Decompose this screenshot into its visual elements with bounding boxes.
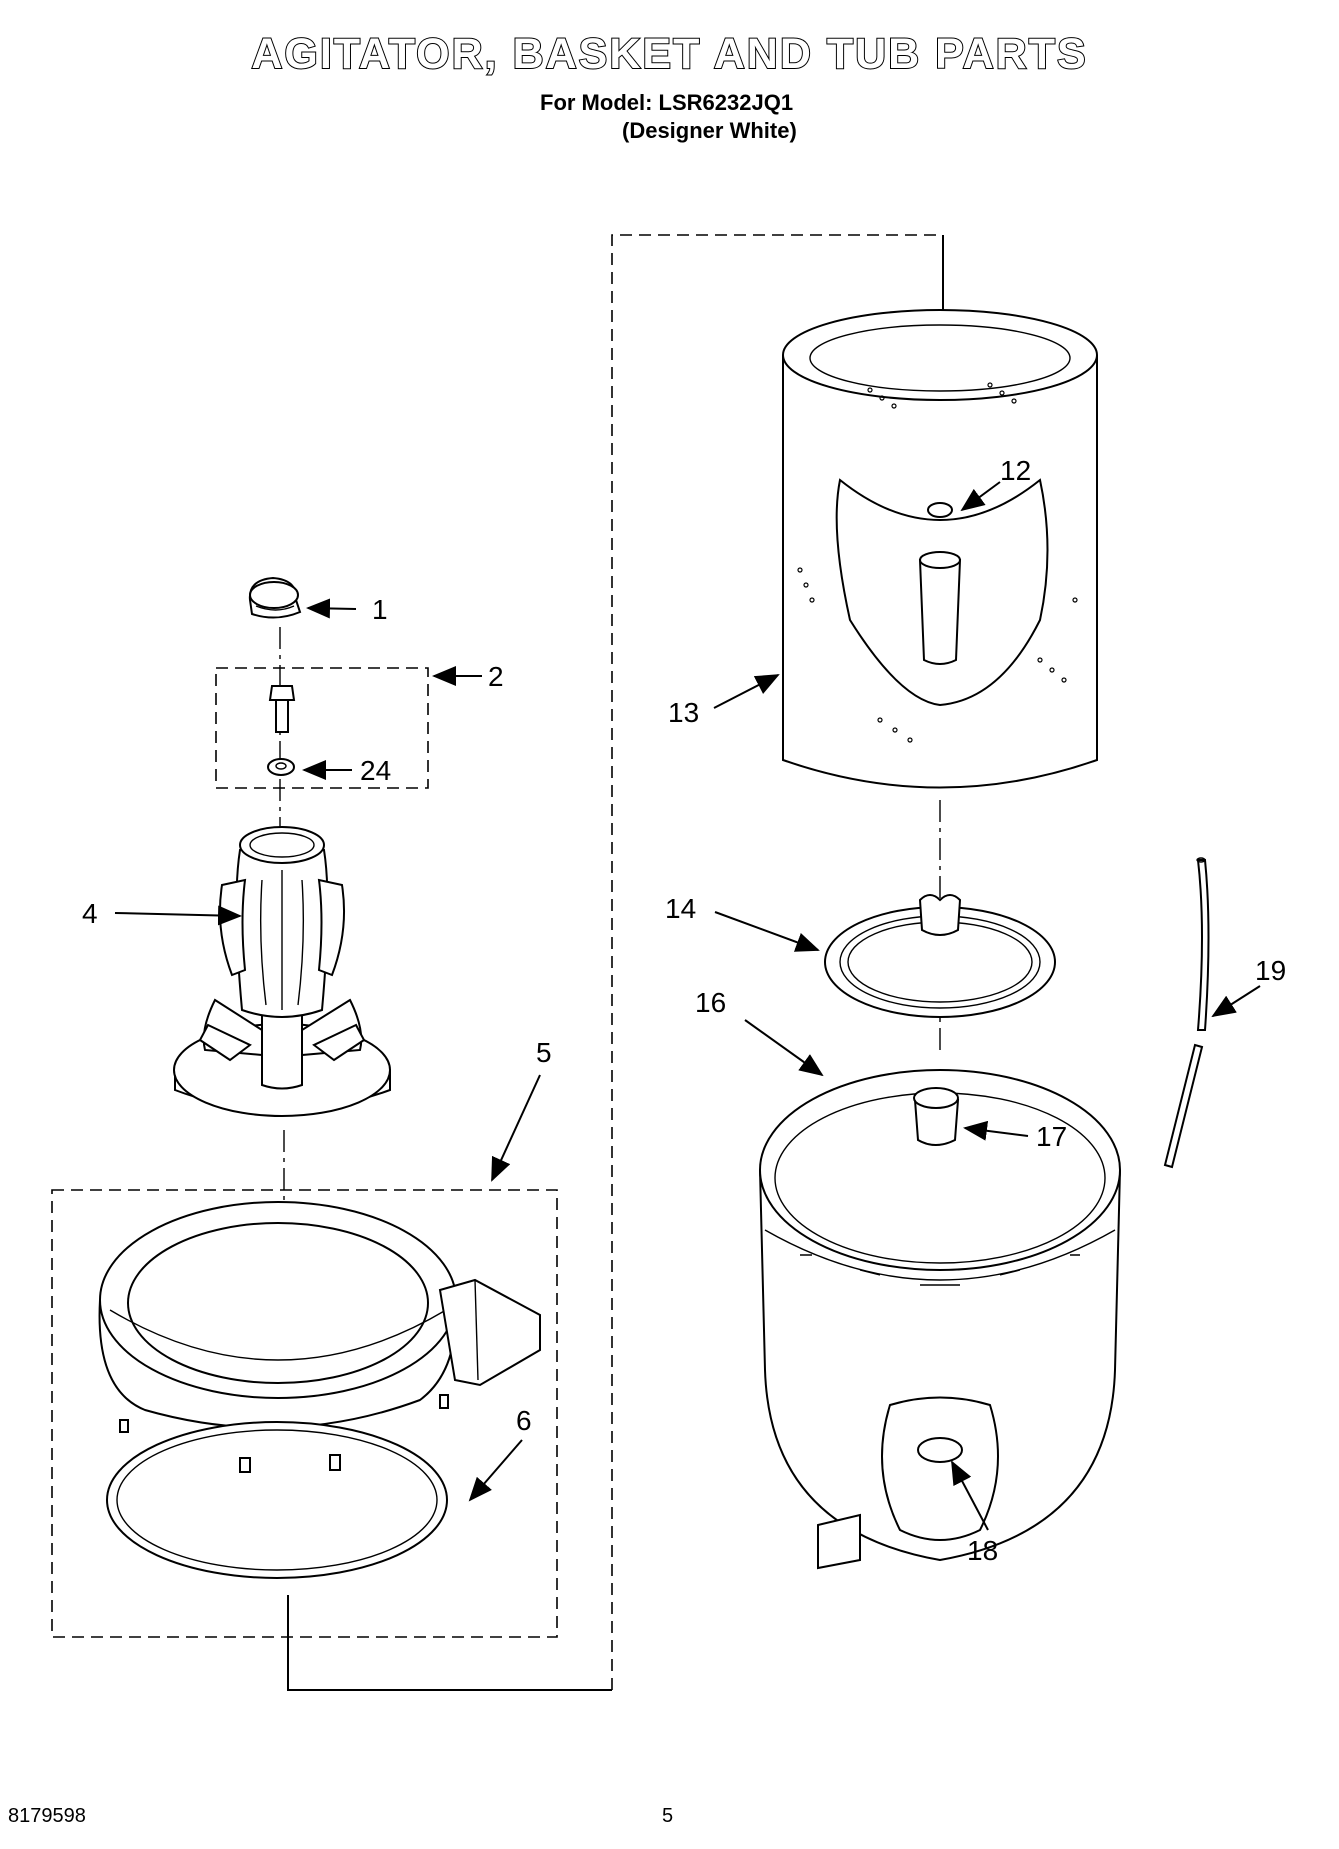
tub-ring-seal xyxy=(106,1421,448,1579)
callout-4: 4 xyxy=(82,898,98,929)
callout-6: 6 xyxy=(516,1405,532,1436)
model-line: For Model: LSR6232JQ1 xyxy=(540,90,794,115)
callout-19: 19 xyxy=(1255,955,1286,986)
drive-hub xyxy=(913,1087,960,1146)
outer-tub xyxy=(759,1069,1121,1570)
tub-ring xyxy=(98,1201,541,1433)
drive-bell xyxy=(824,894,1056,1018)
wash-basket xyxy=(782,309,1098,789)
washer xyxy=(267,758,295,776)
tub-hose xyxy=(1163,857,1210,1169)
callout-16: 16 xyxy=(695,987,726,1018)
bolt xyxy=(268,685,296,733)
leader-lines xyxy=(114,481,1261,1531)
document-number: 8179598 xyxy=(8,1805,86,1827)
agitator xyxy=(173,826,391,1117)
callout-5: 5 xyxy=(536,1037,552,1068)
callout-1: 1 xyxy=(372,594,388,625)
callout-13: 13 xyxy=(668,697,699,728)
variant-line: (Designer White) xyxy=(622,118,797,143)
callout-17: 17 xyxy=(1036,1121,1067,1152)
callout-14: 14 xyxy=(665,893,696,924)
page-title: AGITATOR, BASKET AND TUB PARTS xyxy=(250,29,1088,79)
part-2-box xyxy=(215,667,429,789)
callout-2: 2 xyxy=(488,661,504,692)
callout-12: 12 xyxy=(1000,455,1031,486)
part-5-box xyxy=(51,1189,558,1638)
basket-perforations xyxy=(797,382,1078,743)
page-number: 5 xyxy=(662,1805,674,1827)
callout-18: 18 xyxy=(967,1535,998,1566)
agitator-cap xyxy=(248,576,302,619)
callout-24: 24 xyxy=(360,755,391,786)
callout-labels: 1 2 24 4 5 6 12 13 14 16 17 18 19 xyxy=(82,455,1286,1566)
